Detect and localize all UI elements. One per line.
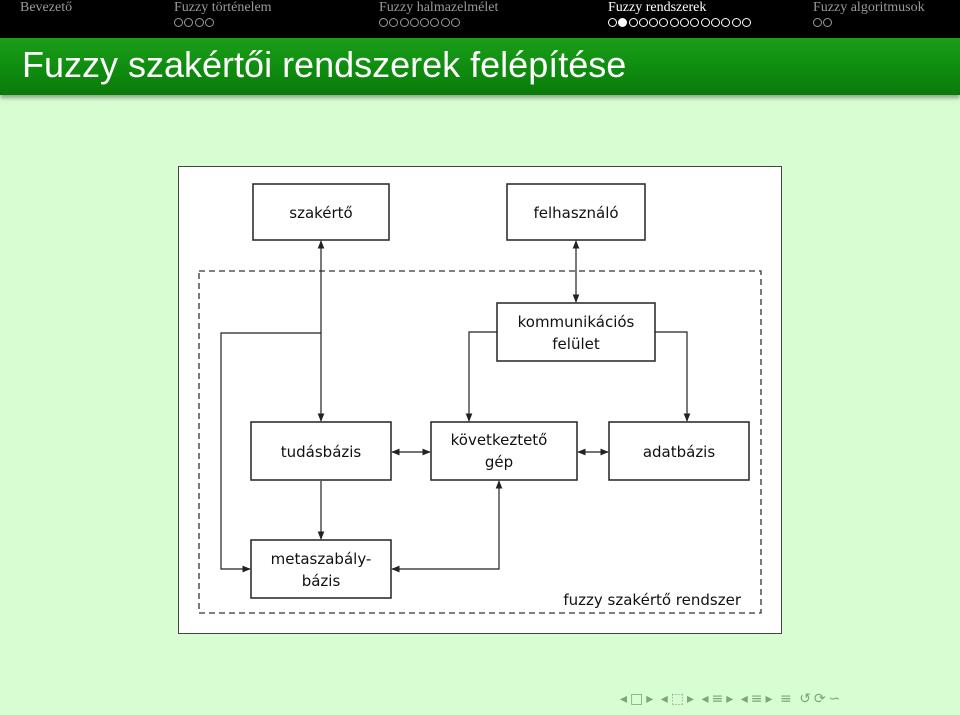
search-icon[interactable]: ∽ bbox=[828, 691, 841, 707]
nav-section-label: Fuzzy algoritmusok bbox=[813, 0, 925, 15]
back-icon[interactable]: ↺ bbox=[799, 691, 811, 707]
box-metaszabaly-bazis bbox=[250, 539, 392, 599]
label-bazis: bázis bbox=[302, 572, 341, 590]
beamer-navigation-controls: ◂□▸ ◂⬚▸ ◂≡▸ ◂≡▸ ≡ ↺⟳∽ bbox=[620, 690, 843, 712]
slide-dot-icon[interactable] bbox=[420, 18, 430, 27]
section-icon[interactable]: ≡ bbox=[711, 691, 724, 707]
slide-dot-icon[interactable] bbox=[174, 18, 183, 27]
slide-dot-icon[interactable] bbox=[409, 18, 419, 27]
arrow-szakerto-metaszabaly bbox=[220, 332, 321, 573]
slide-dot-icon[interactable] bbox=[204, 18, 214, 27]
box-szakerto bbox=[252, 183, 390, 241]
slide-dot-icon[interactable] bbox=[194, 18, 204, 27]
nav-section-label: Fuzzy rendszerek bbox=[608, 0, 707, 15]
nav-prev-subsection-icon[interactable]: ◂ bbox=[660, 691, 668, 707]
slide-dot-icon[interactable] bbox=[430, 18, 440, 27]
document-icon[interactable]: ≡ bbox=[780, 691, 792, 707]
label-tudasbazis: tudásbázis bbox=[281, 443, 362, 461]
nav-section-label: Bevezető bbox=[20, 0, 73, 15]
nav-section-label: Fuzzy történelem bbox=[174, 0, 272, 15]
slide-dot-icon[interactable] bbox=[618, 18, 628, 27]
system-boundary bbox=[198, 270, 762, 614]
nav-next-part-icon[interactable]: ▸ bbox=[765, 691, 773, 707]
label-metaszabaly: metaszabály- bbox=[271, 550, 372, 568]
slide-dot-icon[interactable] bbox=[628, 18, 638, 27]
nav-next-section-icon[interactable]: ▸ bbox=[726, 691, 734, 707]
slide-dot-icon[interactable] bbox=[638, 18, 648, 27]
slide-dot-icon[interactable] bbox=[608, 18, 617, 27]
nav-section-label: Fuzzy halmazelmélet bbox=[379, 0, 499, 15]
frame-icon[interactable]: □ bbox=[630, 691, 644, 707]
slide-dot-icon[interactable] bbox=[669, 18, 679, 27]
section-navbar: Bevezető Fuzzy történelem Fuzzy halmazel… bbox=[0, 0, 960, 38]
box-kovetkezteto-gep bbox=[430, 421, 578, 481]
slide-dot-icon[interactable] bbox=[389, 18, 399, 27]
slide-dot-icon[interactable] bbox=[731, 18, 741, 27]
arrow-kovetkezteto-metaszabaly bbox=[391, 480, 503, 573]
arrow-kommunikacios-adatbazis bbox=[655, 331, 691, 422]
label-szakerto: szakértő bbox=[289, 204, 353, 222]
nav-next-frame-icon[interactable]: ▸ bbox=[646, 691, 654, 707]
title-bar: Fuzzy szakértői rendszerek felépítése bbox=[0, 38, 960, 95]
slide-dot-icon[interactable] bbox=[379, 18, 388, 27]
slide-dot-icon[interactable] bbox=[813, 18, 822, 27]
subsection-icon[interactable]: ⬚ bbox=[670, 691, 685, 707]
slide-dot-icon[interactable] bbox=[700, 18, 710, 27]
slide-dot-icon[interactable] bbox=[440, 18, 450, 27]
label-felhasznalo: felhasználó bbox=[533, 204, 618, 222]
nav-slide-dots[interactable] bbox=[379, 18, 461, 28]
slide-dot-icon[interactable] bbox=[659, 18, 669, 27]
slide-dot-icon[interactable] bbox=[680, 18, 690, 27]
part-icon[interactable]: ≡ bbox=[750, 691, 763, 707]
label-kovetkezteto: következtető bbox=[451, 431, 548, 449]
nav-prev-section-icon[interactable]: ◂ bbox=[701, 691, 709, 707]
page-title: Fuzzy szakértői rendszerek felépítése bbox=[22, 44, 627, 85]
label-gep: gép bbox=[485, 453, 513, 471]
slide-dot-icon[interactable] bbox=[399, 18, 409, 27]
nav-prev-part-icon[interactable]: ◂ bbox=[740, 691, 748, 707]
slide-dot-icon[interactable] bbox=[823, 18, 833, 27]
slide-dot-icon[interactable] bbox=[741, 18, 751, 27]
nav-slide-dots[interactable] bbox=[174, 18, 215, 28]
nav-prev-frame-icon[interactable]: ◂ bbox=[620, 691, 628, 707]
label-felulet: felület bbox=[552, 335, 600, 353]
nav-slide-dots[interactable] bbox=[813, 18, 834, 28]
slide-dot-icon[interactable] bbox=[690, 18, 700, 27]
box-adatbazis bbox=[608, 421, 750, 481]
slide-dot-icon[interactable] bbox=[649, 18, 659, 27]
nav-slide-dots[interactable] bbox=[608, 18, 752, 28]
forward-icon[interactable]: ⟳ bbox=[813, 691, 826, 707]
label-adatbazis: adatbázis bbox=[643, 443, 716, 461]
nav-next-subsection-icon[interactable]: ▸ bbox=[687, 691, 695, 707]
label-kommunikacios: kommunikációs bbox=[518, 313, 635, 331]
box-felhasznalo bbox=[506, 183, 646, 241]
slide-dot-icon[interactable] bbox=[184, 18, 194, 27]
system-label: fuzzy szakértő rendszer bbox=[563, 591, 741, 609]
slide-dot-icon[interactable] bbox=[721, 18, 731, 27]
slide-dot-icon[interactable] bbox=[451, 18, 461, 27]
box-tudasbazis bbox=[250, 421, 392, 481]
slide-dot-icon[interactable] bbox=[710, 18, 720, 27]
architecture-diagram: szakértő felhasználó kommunikációs felül… bbox=[178, 166, 782, 634]
diagram-canvas: szakértő felhasználó kommunikációs felül… bbox=[198, 183, 762, 614]
box-kommunikacios-felulet bbox=[496, 302, 656, 362]
arrow-kommunikacios-kovetkezteto bbox=[465, 331, 497, 422]
